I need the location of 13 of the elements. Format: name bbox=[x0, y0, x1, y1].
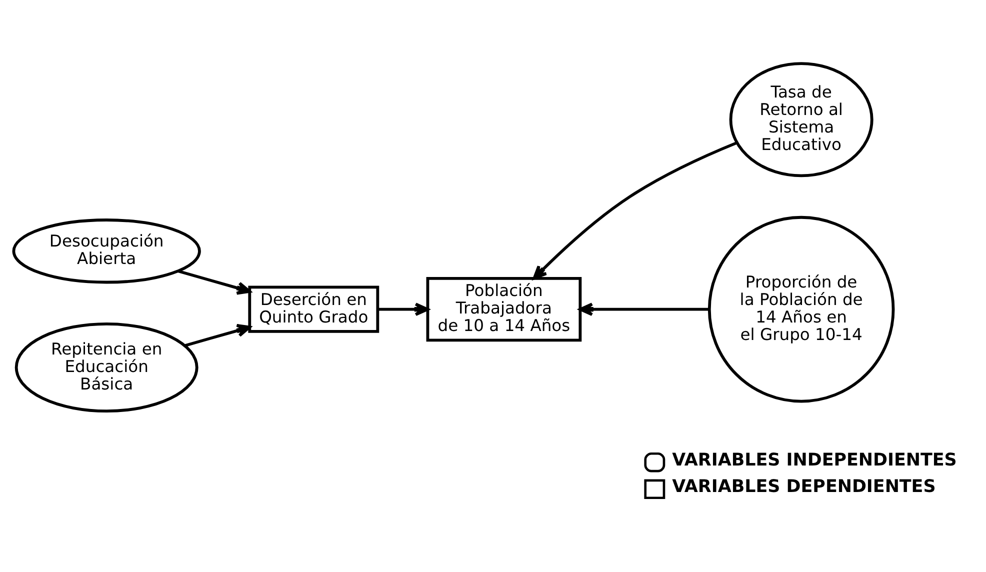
node-circle: Proporción de la Población de 14 Años en el Grupo 10-14 bbox=[708, 216, 895, 403]
arrow bbox=[178, 270, 251, 295]
node-ellipse: Repitencia en Educación Básica bbox=[14, 322, 198, 413]
node-ellipse: Tasa de Retorno al Sistema Educativo bbox=[729, 62, 874, 178]
arrow bbox=[378, 302, 429, 316]
arrow bbox=[578, 302, 710, 316]
arrow bbox=[184, 324, 251, 347]
node-ellipse: Desocupación Abierta bbox=[12, 218, 201, 284]
legend-label: VARIABLES INDEPENDIENTES bbox=[672, 450, 957, 470]
arrow bbox=[532, 141, 738, 280]
legend-label: VARIABLES DEPENDIENTES bbox=[672, 477, 936, 498]
node-box: Población Trabajadora de 10 a 14 Años bbox=[426, 277, 582, 342]
node-box: Deserción en Quinto Grado bbox=[248, 286, 380, 333]
